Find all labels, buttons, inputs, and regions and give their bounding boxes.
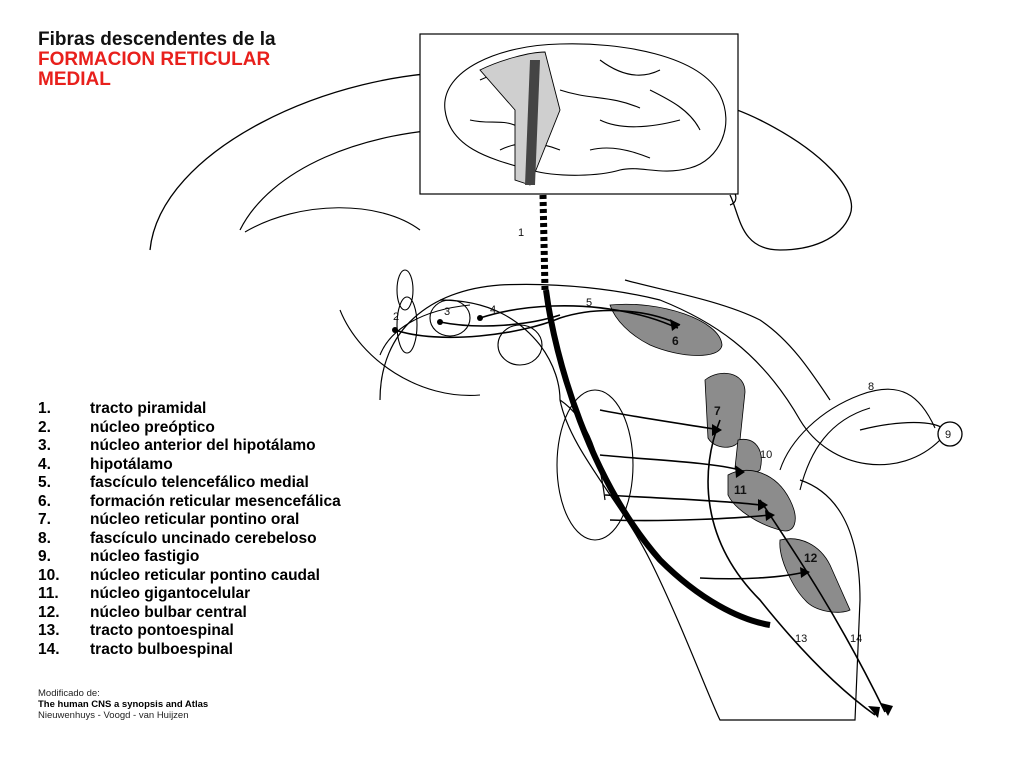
title-line-1: Fibras descendentes de la [38, 29, 276, 50]
inset-frame [419, 33, 739, 195]
legend-item: 4. hipotálamo [38, 456, 341, 475]
legend-item: 5. fascículo telencefálico medial [38, 474, 341, 493]
legend-item-number: 2. [38, 418, 51, 436]
legend-item-number: 10. [38, 566, 60, 584]
legend-item-number: 13. [38, 622, 60, 639]
label-5: 5 [586, 297, 592, 309]
inner-arc [244, 207, 421, 233]
legend-item-number: 3. [38, 437, 51, 454]
legend-item-text: fascículo telencefálico medial [90, 474, 309, 491]
legend-item: 11. núcleo gigantocelular [38, 585, 341, 604]
legend-item-text: núcleo reticular pontino caudal [90, 566, 320, 584]
label-12: 12 [804, 551, 818, 565]
legend-item-number: 5. [38, 474, 51, 491]
title-line-2: FORMACION RETICULAR [38, 48, 271, 70]
label-3: 3 [444, 306, 450, 318]
label-8: 8 [868, 381, 874, 393]
legend-item: 3. núcleo anterior del hipotálamo [38, 437, 341, 456]
legend-item: 6. formación reticular mesencefálica [38, 493, 341, 512]
label-4: 4 [490, 304, 496, 316]
label-14: 14 [850, 633, 862, 645]
arrowheads [670, 319, 893, 718]
legend-item-text: núcleo bulbar central [90, 603, 247, 621]
credit-line-1: Modificado de: [38, 688, 100, 699]
title-line-3: MEDIAL [38, 68, 111, 90]
legend-item-number: 12. [38, 603, 60, 621]
legend-item-text: tracto bulboespinal [90, 640, 233, 658]
nucleus-11 [727, 469, 796, 532]
legend-item-text: formación reticular mesencefálica [90, 492, 341, 510]
legend-item: 12. núcleo bulbar central [38, 604, 341, 623]
title-block: Fibras descendentes de la FORMACION RETI… [38, 30, 276, 90]
nucleus-6 [609, 303, 723, 356]
legend-item: 8. fascículo uncinado cerebeloso [38, 530, 341, 549]
inset-tract [525, 60, 540, 185]
label-7: 7 [714, 404, 721, 418]
legend-item: 10. núcleo reticular pontino caudal [38, 567, 341, 586]
legend-item-number: 14. [38, 640, 60, 658]
pyramidal-tract-dashed [539, 194, 549, 291]
legend-item-number: 1. [38, 400, 51, 417]
legend-item-text: núcleo fastigio [90, 548, 200, 565]
label-10: 10 [760, 449, 772, 461]
label-1: 1 [518, 227, 524, 239]
legend-item: 9. núcleo fastigio [38, 548, 341, 567]
label-6: 6 [672, 334, 679, 348]
inset-motor-area [479, 51, 561, 186]
hypothalamus-outlines [339, 269, 634, 541]
hemisphere-outline [149, 71, 853, 251]
pyramidal-tract [543, 289, 771, 628]
legend-item-number: 9. [38, 548, 51, 565]
legend-item: 2. núcleo preóptico [38, 419, 341, 438]
legend-item: 14. tracto bulboespinal [38, 641, 341, 660]
origin-dots [392, 315, 483, 333]
legend-item-number: 8. [38, 529, 51, 547]
legend-item-number: 4. [38, 455, 51, 473]
legend-item-number: 6. [38, 492, 51, 510]
label-13: 13 [795, 633, 807, 645]
label-2: 2 [393, 311, 399, 323]
legend-item-text: núcleo preóptico [90, 418, 215, 436]
credit-line-2: The human CNS a synopsis and Atlas [38, 699, 209, 710]
legend-list: 1. tracto piramidal 2. núcleo preóptico 3. nú… [38, 400, 341, 659]
nucleus-7 [704, 372, 746, 448]
legend-item-text: núcleo gigantocelular [90, 585, 251, 602]
legend-item-text: núcleo reticular pontino oral [90, 511, 300, 528]
legend-item-text: tracto pontoespinal [90, 622, 234, 639]
legend-item-number: 7. [38, 511, 51, 528]
source-credit: Modificado de: The human CNS a synopsis … [38, 688, 208, 721]
label-11: 11 [734, 483, 747, 497]
legend-item-text: hipotálamo [90, 455, 173, 473]
legend-item: 1. tracto piramidal [38, 400, 341, 419]
legend-item: 13. tracto pontoespinal [38, 622, 341, 641]
credit-line-3: Nieuwenhuys - Voogd - van Huijzen [38, 710, 189, 721]
legend-item-text: tracto piramidal [90, 400, 207, 417]
legend-item-number: 11. [38, 585, 59, 602]
legend-item-text: fascículo uncinado cerebeloso [90, 529, 317, 547]
legend-item-text: núcleo anterior del hipotálamo [90, 437, 316, 454]
fibers [394, 305, 936, 716]
fastigial-nucleus-circle [937, 421, 963, 447]
inset-brain [444, 43, 727, 176]
legend-item: 7. núcleo reticular pontino oral [38, 511, 341, 530]
label-9: 9 [945, 429, 951, 441]
